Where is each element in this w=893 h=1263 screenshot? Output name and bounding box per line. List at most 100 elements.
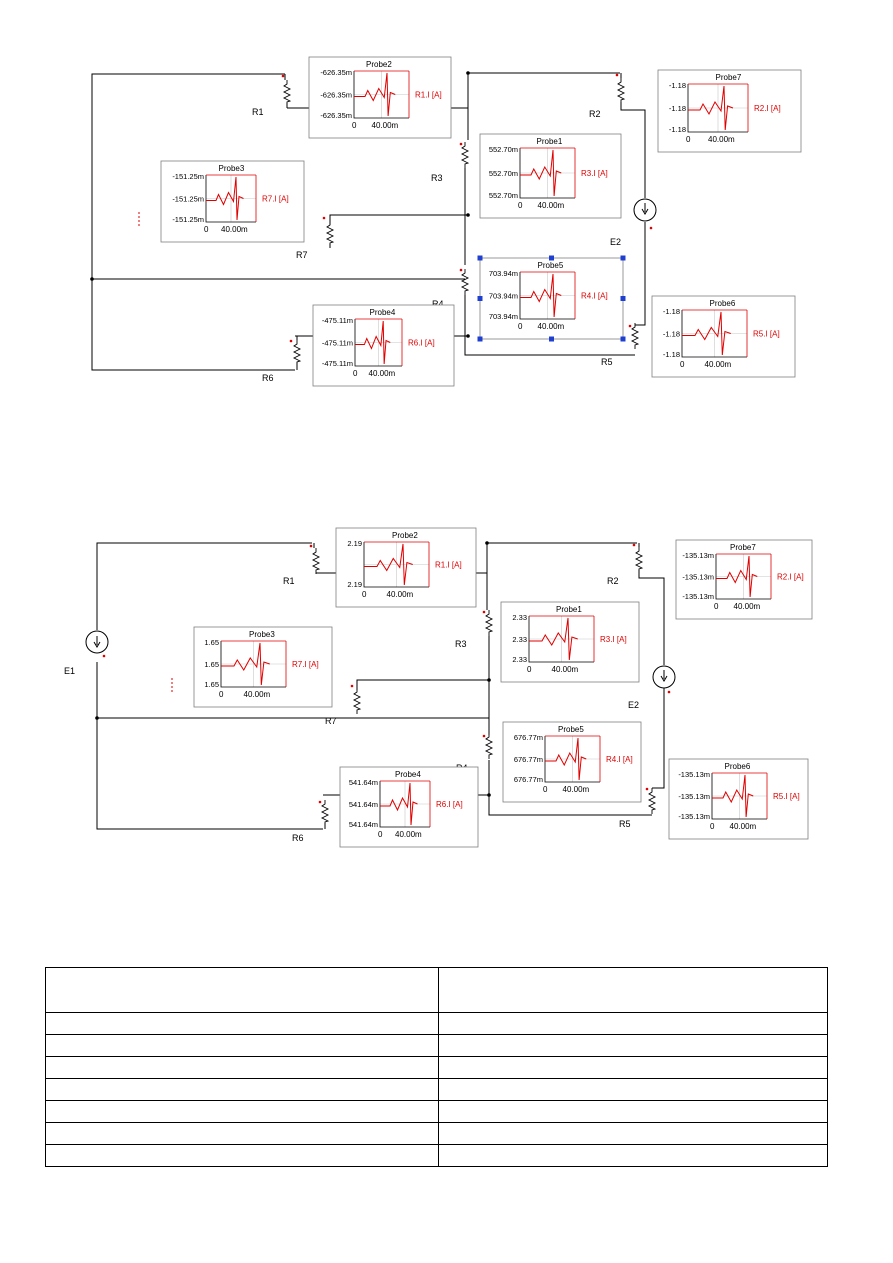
plot-axis xyxy=(681,310,747,358)
label-r3: R3 xyxy=(431,173,443,183)
wire-e2-r5 xyxy=(652,688,665,789)
selection-handle[interactable] xyxy=(477,255,483,261)
junction-node xyxy=(466,71,470,75)
x-tick-label: 0 xyxy=(219,690,224,699)
probe-title: Probe5 xyxy=(538,261,564,270)
wire-left-top xyxy=(96,542,312,630)
table-cell[interactable] xyxy=(45,1100,439,1123)
resistor-r3[interactable] xyxy=(461,141,469,169)
probe-measure-label: R4.I [A] xyxy=(606,755,633,764)
y-tick-label: -151.25m xyxy=(172,195,204,204)
selection-handle[interactable] xyxy=(549,255,554,261)
resistor-r2[interactable] xyxy=(617,77,625,105)
resistor-r5[interactable] xyxy=(648,787,656,815)
y-tick-label: -475.11m xyxy=(322,316,353,325)
y-tick-label: -135.13m xyxy=(682,551,714,560)
wire-r7 xyxy=(356,679,489,690)
resistor-r6[interactable] xyxy=(321,799,329,827)
table-cell[interactable] xyxy=(438,1056,828,1079)
selection-handle[interactable] xyxy=(620,296,626,301)
selection-handle[interactable] xyxy=(549,336,554,342)
plot-axis xyxy=(528,616,594,663)
resistor-r3[interactable] xyxy=(485,609,493,637)
table-cell[interactable] xyxy=(45,1122,439,1145)
probe-measure-label: R1.I [A] xyxy=(415,91,442,100)
x-tick-label: 40.00m xyxy=(244,690,271,699)
resistor-r1[interactable] xyxy=(312,547,320,575)
resistor-r2[interactable] xyxy=(635,546,643,574)
selection-handle[interactable] xyxy=(620,336,626,342)
x-tick-label: 40.00m xyxy=(705,360,732,369)
label-e2: E2 xyxy=(628,700,639,710)
table-cell[interactable] xyxy=(438,1012,828,1035)
table-cell[interactable] xyxy=(45,1012,439,1035)
probe-title: Probe7 xyxy=(730,543,756,552)
voltage-source-e2[interactable] xyxy=(633,198,657,222)
table-cell[interactable] xyxy=(438,1034,828,1057)
selection-handle[interactable] xyxy=(620,255,626,261)
y-tick-label: 676.77m xyxy=(514,755,543,764)
table-cell[interactable] xyxy=(438,1100,828,1123)
table-row xyxy=(45,1078,828,1101)
x-tick-label: 0 xyxy=(352,121,357,130)
selection-handle[interactable] xyxy=(477,336,483,342)
plot-axis xyxy=(379,781,430,828)
probe-measure-label: R6.I [A] xyxy=(436,800,463,809)
y-tick-label: 703.94m xyxy=(489,312,518,321)
table-cell[interactable] xyxy=(45,1056,439,1079)
y-tick-label: 541.64m xyxy=(349,778,378,787)
probe-measure-label: R7.I [A] xyxy=(262,195,289,204)
table-cell[interactable] xyxy=(438,1144,828,1167)
y-tick-label: -626.35m xyxy=(320,91,352,100)
resistor-r5[interactable] xyxy=(631,322,639,350)
junction-node xyxy=(95,716,99,720)
table-cell[interactable] xyxy=(45,1144,439,1167)
y-tick-label: -135.13m xyxy=(678,770,710,779)
resistor-r1[interactable] xyxy=(283,79,291,107)
x-tick-label: 0 xyxy=(204,225,209,234)
plot-axis xyxy=(544,736,600,783)
junction-node xyxy=(487,793,491,797)
y-tick-label: 676.77m xyxy=(514,733,543,742)
y-tick-label: 2.19 xyxy=(347,580,362,589)
resistor-r7[interactable] xyxy=(353,687,361,715)
resistor-r7[interactable] xyxy=(326,220,334,248)
table-cell[interactable] xyxy=(438,1122,828,1145)
resistor-r6[interactable] xyxy=(293,339,301,367)
voltage-source-e1[interactable] xyxy=(85,630,109,654)
x-tick-label: 40.00m xyxy=(221,225,248,234)
resistor-r4[interactable] xyxy=(461,268,469,296)
voltage-source-e2[interactable] xyxy=(652,665,676,689)
y-tick-label: 1.65 xyxy=(204,638,219,647)
x-tick-label: 0 xyxy=(527,665,532,674)
probe-measure-label: R4.I [A] xyxy=(581,292,608,301)
selection-handle[interactable] xyxy=(477,296,483,301)
x-tick-label: 40.00m xyxy=(395,830,422,839)
label-r2: R2 xyxy=(607,576,619,586)
y-tick-label: -135.13m xyxy=(678,812,710,821)
wire-r4-bottom xyxy=(488,760,652,816)
table-cell[interactable] xyxy=(45,1034,439,1057)
resistor-r4[interactable] xyxy=(485,732,493,760)
label-r5: R5 xyxy=(601,357,613,367)
wire-r2-e2 xyxy=(638,570,665,665)
table-cell[interactable] xyxy=(45,1078,439,1101)
y-tick-label: 703.94m xyxy=(489,292,518,301)
table-cell[interactable] xyxy=(438,1078,828,1101)
table-cell[interactable] xyxy=(45,967,439,1013)
table-cell[interactable] xyxy=(438,967,828,1013)
